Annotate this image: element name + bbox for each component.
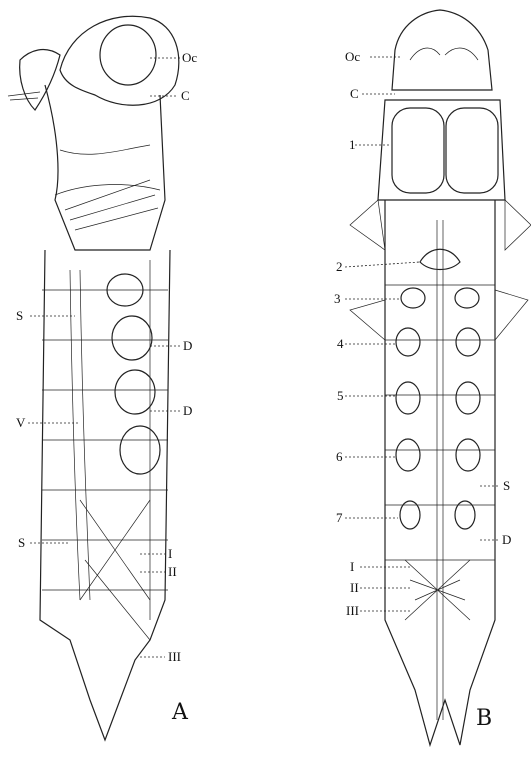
label-a-c: C <box>181 89 190 102</box>
label-b-d: D <box>502 533 511 546</box>
label-b-1: 1 <box>349 138 356 151</box>
label-b-oc: Oc <box>345 50 360 63</box>
leader-lines <box>28 57 500 657</box>
figure-a-drawing <box>8 16 179 740</box>
label-a-roman-3: III <box>168 650 181 663</box>
label-b-roman-3: III <box>346 604 359 617</box>
label-a-s-upper: S <box>16 309 23 322</box>
label-b-3: 3 <box>334 292 341 305</box>
label-b-4: 4 <box>337 337 344 350</box>
label-a-v: V <box>16 416 25 429</box>
label-a-d-lower: D <box>183 404 192 417</box>
label-b-5: 5 <box>337 389 344 402</box>
label-b-roman-2: II <box>350 581 359 594</box>
figure-b-drawing <box>350 10 531 745</box>
label-b-roman-1: I <box>350 560 354 573</box>
label-b-7: 7 <box>336 511 343 524</box>
label-a-s-lower: S <box>18 536 25 549</box>
label-a-oc: Oc <box>182 51 197 64</box>
label-a-d-upper: D <box>183 339 192 352</box>
label-a-roman-2: II <box>168 565 177 578</box>
label-a-roman-1: I <box>168 547 172 560</box>
label-b-s: S <box>503 479 510 492</box>
figure-letter-a: A <box>172 702 188 724</box>
label-b-6: 6 <box>336 450 343 463</box>
label-b-c: C <box>350 87 359 100</box>
figure-letter-b: B <box>476 708 492 730</box>
label-b-2: 2 <box>336 260 343 273</box>
